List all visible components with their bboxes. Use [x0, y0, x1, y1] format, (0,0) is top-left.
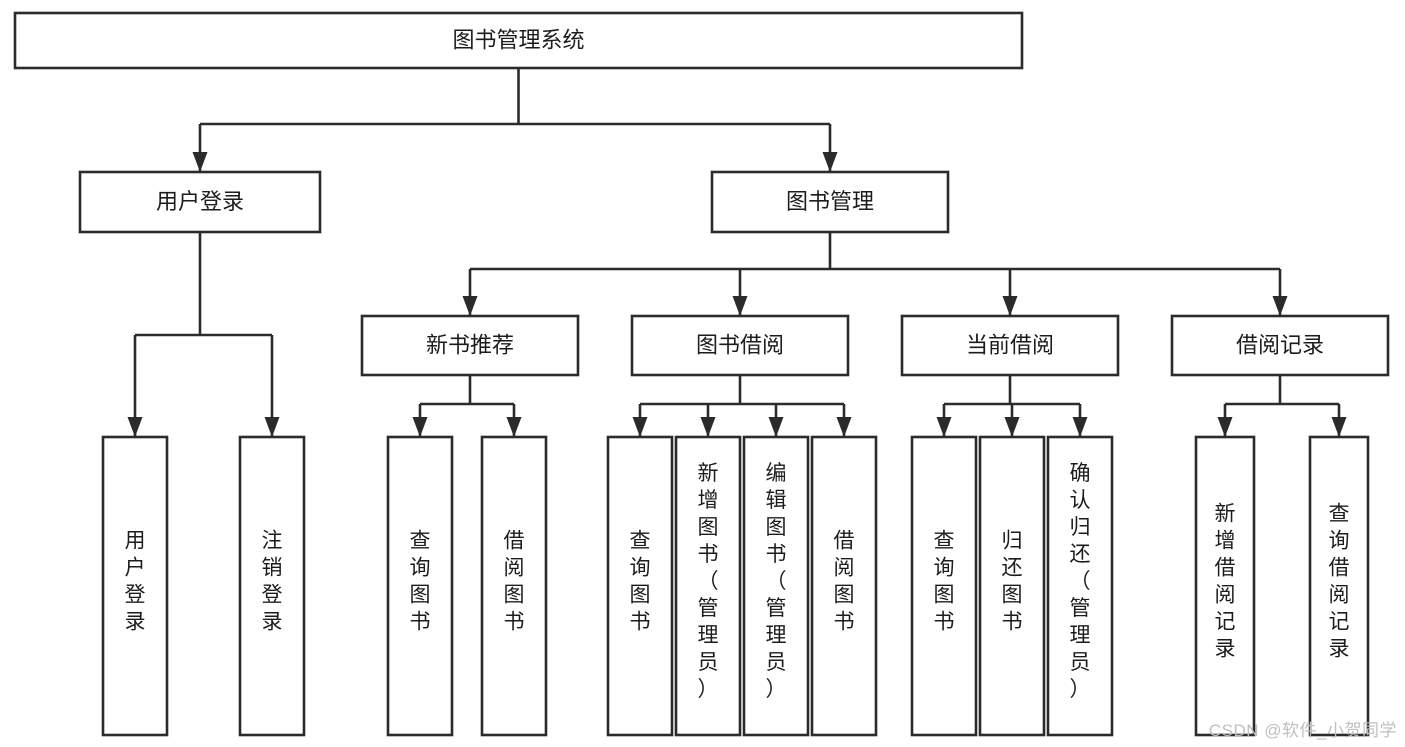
node-root-root-label: 图书管理系统 — [452, 27, 584, 52]
connector-lines-group — [127, 68, 1347, 437]
arrow-head-icon — [506, 417, 522, 437]
node-leaf-borrow-book[interactable]: 借阅图书 — [810, 435, 878, 737]
node-book-management-box[interactable] — [710, 170, 950, 234]
arrow-head-icon — [127, 417, 143, 437]
node-leaf-add-book-admin[interactable]: 新增图书（管理员） — [674, 435, 742, 737]
node-leaf-query-book-borrow-label: 查询图书 — [630, 530, 651, 634]
node-leaf-query-borrow-record[interactable]: 查询借阅记录 — [1308, 435, 1370, 737]
node-book-management-label: 图书管理 — [786, 189, 874, 214]
node-leaf-query-book-recommend-box[interactable] — [386, 435, 454, 737]
node-leaf-query-book-recommend-label: 查询图书 — [410, 530, 431, 634]
arrow-head-icon — [192, 152, 208, 172]
arrow-head-icon — [768, 417, 784, 437]
node-current-borrow-box[interactable] — [900, 314, 1120, 377]
node-leaf-add-book-admin-box[interactable] — [674, 435, 742, 737]
node-borrow-record[interactable]: 借阅记录 — [1170, 314, 1390, 377]
arrow-head-icon — [1004, 417, 1020, 437]
node-leaf-query-book-recommend[interactable]: 查询图书 — [386, 435, 454, 737]
node-leaf-user-logout-label: 注销登录 — [262, 530, 283, 634]
node-leaf-edit-book-admin-label: 编辑图书（管理员） — [766, 462, 787, 701]
node-leaf-confirm-return-admin-box[interactable] — [1046, 435, 1114, 737]
node-leaf-borrow-book-recommend[interactable]: 借阅图书 — [480, 435, 548, 737]
arrow-head-icon — [1217, 417, 1233, 437]
node-user-login-label: 用户登录 — [156, 189, 244, 214]
node-leaf-confirm-return-admin[interactable]: 确认归还（管理员） — [1046, 435, 1114, 737]
arrow-head-icon — [700, 417, 716, 437]
node-book-borrow-box[interactable] — [630, 314, 850, 377]
node-user-login[interactable]: 用户登录 — [78, 170, 322, 234]
node-leaf-user-logout[interactable]: 注销登录 — [238, 435, 306, 737]
node-leaf-query-borrow-record-label: 查询借阅记录 — [1329, 503, 1350, 661]
node-leaf-edit-book-admin-box[interactable] — [742, 435, 810, 737]
node-root-root[interactable]: 图书管理系统 — [13, 11, 1024, 70]
arrow-head-icon — [632, 417, 648, 437]
node-new-book-recommend-label: 新书推荐 — [426, 332, 514, 357]
node-leaf-query-book-current-box[interactable] — [910, 435, 978, 737]
node-leaf-edit-book-admin[interactable]: 编辑图书（管理员） — [742, 435, 810, 737]
arrow-head-icon — [822, 152, 838, 172]
node-leaf-query-book-borrow-box[interactable] — [606, 435, 674, 737]
node-leaf-add-book-admin-label: 新增图书（管理员） — [698, 462, 719, 701]
node-leaf-confirm-return-admin-label: 确认归还（管理员） — [1070, 462, 1091, 701]
arrow-head-icon — [412, 417, 428, 437]
node-leaf-query-book-current-label: 查询图书 — [934, 530, 955, 634]
node-leaf-query-book-current[interactable]: 查询图书 — [910, 435, 978, 737]
node-root-root-box[interactable] — [13, 11, 1024, 70]
node-leaf-query-borrow-record-box[interactable] — [1308, 435, 1370, 737]
node-leaf-return-book-label: 归还图书 — [1002, 530, 1023, 634]
node-book-borrow[interactable]: 图书借阅 — [630, 314, 850, 377]
node-leaf-user-login-box[interactable] — [101, 435, 169, 737]
csdn-watermark: CSDN @软件_小贺同学 — [1208, 721, 1397, 740]
node-leaf-user-login-label: 用户登录 — [125, 530, 146, 634]
node-leaf-user-logout-box[interactable] — [238, 435, 306, 737]
node-leaf-return-book[interactable]: 归还图书 — [978, 435, 1046, 737]
node-new-book-recommend[interactable]: 新书推荐 — [360, 314, 580, 377]
node-book-management[interactable]: 图书管理 — [710, 170, 950, 234]
node-leaf-borrow-book-recommend-box[interactable] — [480, 435, 548, 737]
node-book-borrow-label: 图书借阅 — [696, 332, 784, 357]
node-leaf-add-borrow-record-box[interactable] — [1194, 435, 1256, 737]
arrow-head-icon — [1331, 417, 1347, 437]
node-leaf-add-borrow-record[interactable]: 新增借阅记录 — [1194, 435, 1256, 737]
arrow-head-icon — [732, 296, 748, 316]
node-borrow-record-label: 借阅记录 — [1236, 332, 1324, 357]
node-new-book-recommend-box[interactable] — [360, 314, 580, 377]
arrow-head-icon — [836, 417, 852, 437]
node-leaf-borrow-book-box[interactable] — [810, 435, 878, 737]
arrow-head-icon — [462, 296, 478, 316]
node-current-borrow-label: 当前借阅 — [966, 332, 1054, 357]
node-leaf-borrow-book-recommend-label: 借阅图书 — [504, 530, 525, 634]
node-leaf-borrow-book-label: 借阅图书 — [834, 530, 855, 634]
node-leaf-add-borrow-record-label: 新增借阅记录 — [1215, 503, 1236, 661]
node-boxes-group: 图书管理系统用户登录图书管理新书推荐图书借阅当前借阅借阅记录用户登录注销登录查询… — [13, 11, 1390, 737]
arrow-head-icon — [264, 417, 280, 437]
node-current-borrow[interactable]: 当前借阅 — [900, 314, 1120, 377]
node-leaf-query-book-borrow[interactable]: 查询图书 — [606, 435, 674, 737]
arrow-head-icon — [1272, 296, 1288, 316]
node-user-login-box[interactable] — [78, 170, 322, 234]
arrow-head-icon — [1072, 417, 1088, 437]
node-leaf-user-login[interactable]: 用户登录 — [101, 435, 169, 737]
arrow-head-icon — [1002, 296, 1018, 316]
arrow-head-icon — [936, 417, 952, 437]
node-leaf-return-book-box[interactable] — [978, 435, 1046, 737]
node-borrow-record-box[interactable] — [1170, 314, 1390, 377]
